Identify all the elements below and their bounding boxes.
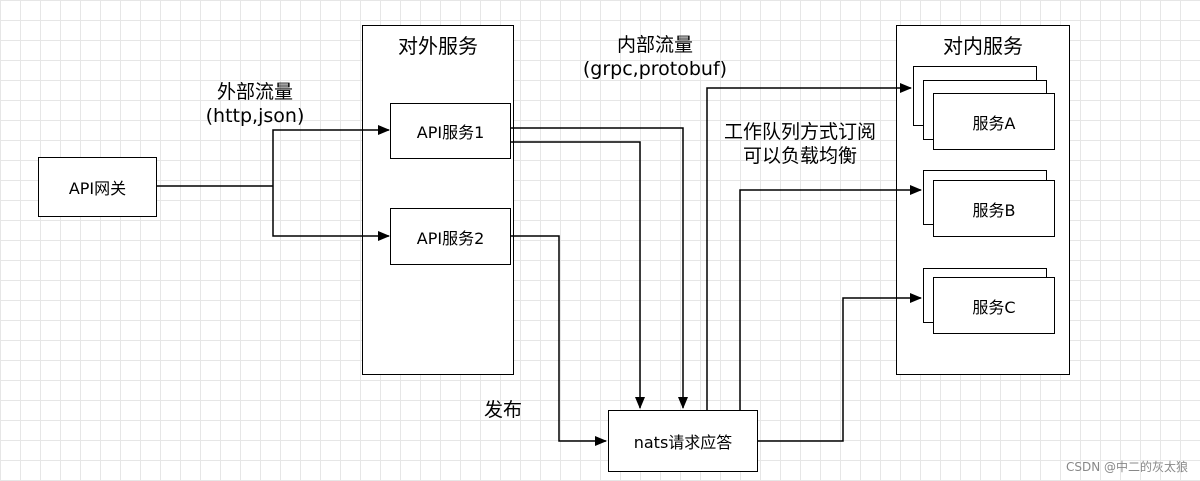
internal-traffic-label-line2: (grpc,protobuf) [582, 58, 728, 80]
internal-traffic-label: 内部流量 (grpc,protobuf) [565, 33, 745, 81]
external-traffic-label-line1: 外部流量 [216, 81, 293, 103]
service-b-box: 服务B [933, 180, 1055, 237]
external-services-container: 对外服务 [362, 25, 514, 375]
gateway-to-api2-arrow [272, 186, 390, 241]
gateway-to-api1-arrow [272, 125, 390, 186]
work-queue-label: 工作队列方式订阅 可以负载均衡 [705, 120, 895, 168]
api1-to-nats-arrow-b [511, 141, 645, 409]
internal-services-title: 对内服务 [943, 34, 1023, 58]
publish-label: 发布 [483, 399, 522, 421]
work-queue-label-line2: 可以负载均衡 [742, 145, 857, 167]
service-a-box: 服务A [933, 93, 1055, 150]
api-service-2-box: API服务2 [390, 208, 511, 265]
watermark: CSDN @中二的灰太狼 [1065, 460, 1188, 474]
external-traffic-label: 外部流量 (http,json) [190, 80, 320, 128]
api1-to-nats-arrow-a [511, 127, 688, 409]
nats-to-service-c-arrow [758, 293, 922, 442]
nats-request-reply-box: nats请求应答 [608, 410, 758, 472]
service-c-box: 服务C [933, 277, 1055, 334]
nats-to-service-b-arrow [739, 185, 922, 410]
external-services-title: 对外服务 [398, 34, 478, 58]
api2-to-nats-arrow [511, 235, 607, 446]
api-gateway-box: API网关 [38, 157, 157, 217]
api-service-1-box: API服务1 [390, 103, 511, 159]
external-traffic-label-line2: (http,json) [205, 105, 305, 127]
work-queue-label-line1: 工作队列方式订阅 [723, 121, 876, 143]
internal-traffic-label-line1: 内部流量 [616, 34, 693, 56]
nats-to-service-a-arrow [706, 83, 912, 410]
